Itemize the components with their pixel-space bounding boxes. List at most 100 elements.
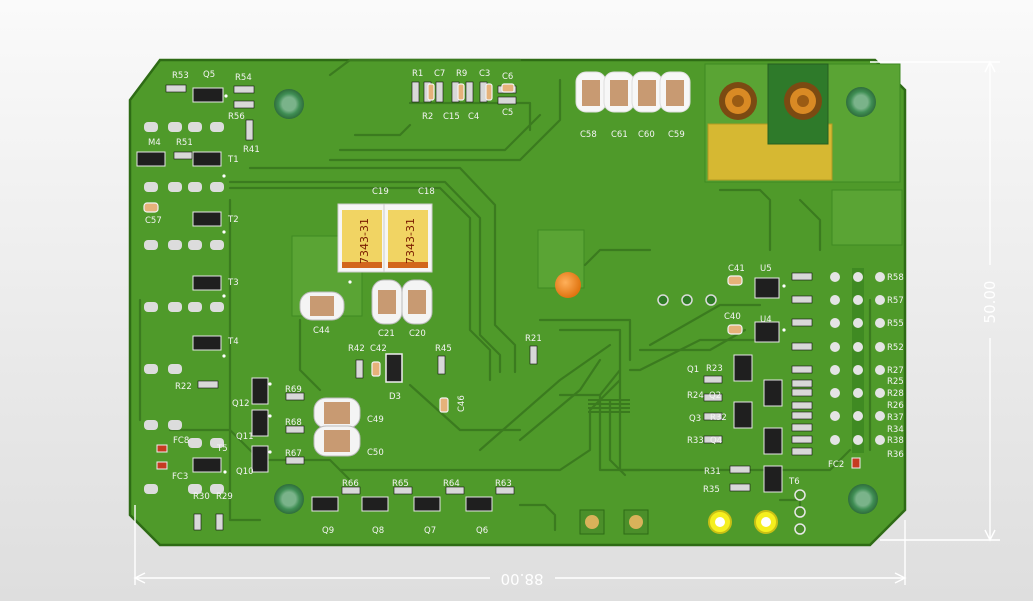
label-C57: C57: [145, 216, 162, 226]
orange-test-point: [555, 272, 581, 298]
label-U5: U5: [760, 264, 772, 274]
label-C18: C18: [418, 187, 435, 197]
width-dimension: 88.00: [501, 570, 544, 588]
small-caps: [143, 83, 743, 413]
label-R69: R69: [285, 385, 302, 395]
label-R36: R36: [887, 450, 904, 460]
mount-hole-bottom-right: [848, 484, 878, 514]
label-R21: R21: [525, 334, 542, 344]
label-R2: R2: [422, 112, 433, 122]
copper-pour-lower-right: [831, 189, 903, 246]
label-C42: C42: [370, 344, 387, 354]
label-R27: R27: [887, 366, 904, 376]
resistor-pads: [165, 81, 751, 531]
label-C21: C21: [378, 329, 395, 339]
label-R33: R33: [687, 436, 704, 446]
label-M4: M4: [148, 138, 161, 148]
label-R52: R52: [887, 343, 904, 353]
label-R22: R22: [175, 382, 192, 392]
label-R26: R26: [887, 401, 904, 411]
label-FC3: FC3: [172, 472, 188, 482]
label-T3: T3: [227, 278, 239, 288]
label-Q7: Q7: [424, 526, 436, 536]
label-R41: R41: [243, 145, 260, 155]
label-C44: C44: [313, 326, 330, 336]
label-R67: R67: [285, 449, 302, 459]
label-T1: T1: [227, 155, 239, 165]
label-R37: R37: [887, 413, 904, 423]
label-R63: R63: [495, 479, 512, 489]
label-R66: R66: [342, 479, 359, 489]
label-C49: C49: [367, 415, 384, 425]
label-R51: R51: [176, 138, 193, 148]
label-R38: R38: [887, 436, 904, 446]
cap-row-top: [575, 71, 691, 113]
label-Q6: Q6: [476, 526, 488, 536]
label-R42: R42: [348, 344, 365, 354]
label-C20: C20: [409, 329, 426, 339]
label-Q10: Q10: [236, 467, 254, 477]
label-FC2: FC2: [828, 460, 844, 470]
label-C60: C60: [638, 130, 655, 140]
caps-center: [299, 279, 433, 457]
label-C50: C50: [367, 448, 384, 458]
label-Q11: Q11: [236, 432, 254, 442]
mount-hole-top-left: [274, 89, 304, 119]
label-Q4: Q4: [710, 436, 722, 446]
label-Q3: Q3: [689, 414, 701, 424]
label-R45: R45: [435, 344, 452, 354]
label-R64: R64: [443, 479, 460, 489]
label-Q2: Q2: [709, 391, 721, 401]
height-dimension: 50.00: [981, 281, 999, 324]
mount-hole-top-right: [846, 87, 876, 117]
label-Q9: Q9: [322, 526, 334, 536]
label-T5: T5: [216, 444, 228, 454]
through-holes: [579, 294, 806, 535]
label-R57: R57: [887, 296, 904, 306]
label-Q5: Q5: [203, 70, 215, 80]
label-C7: C7: [434, 69, 445, 79]
label-FC8: FC8: [173, 436, 189, 446]
pad-pairs-left: [144, 122, 224, 494]
right-pad-column: [791, 268, 885, 456]
label-C6: C6: [502, 72, 513, 82]
label-R28: R28: [887, 389, 904, 399]
connector-fanout: [588, 399, 630, 413]
label-Q1: Q1: [687, 365, 699, 375]
label-Q12: Q12: [232, 399, 250, 409]
label-R53: R53: [172, 71, 189, 81]
tantalum-caps: 7343-31 7343-31: [337, 203, 433, 273]
label-R68: R68: [285, 418, 302, 428]
mount-hole-bottom-left: [274, 484, 304, 514]
label-C3: C3: [479, 69, 490, 79]
power-terminals: [719, 82, 822, 120]
label-R29: R29: [216, 492, 233, 502]
label-R35: R35: [703, 485, 720, 495]
label-R34: R34: [887, 425, 904, 435]
tantalum-marking-c18: 7343-31: [404, 218, 417, 264]
label-R30: R30: [193, 492, 210, 502]
label-C41: C41: [728, 264, 745, 274]
traces: [138, 58, 872, 532]
label-R24: R24: [687, 391, 704, 401]
label-R25: R25: [887, 377, 904, 387]
label-D3: D3: [389, 392, 401, 402]
label-C4: C4: [468, 112, 479, 122]
label-T6: T6: [788, 477, 800, 487]
ferrites: [156, 444, 861, 470]
label-R1: R1: [412, 69, 423, 79]
label-R58: R58: [887, 273, 904, 283]
dimension-lines: [133, 60, 1000, 585]
label-R65: R65: [392, 479, 409, 489]
label-C19: C19: [372, 187, 389, 197]
label-C46: C46: [457, 395, 467, 412]
tantalum-marking-c19: 7343-31: [358, 218, 371, 264]
label-C59: C59: [668, 130, 685, 140]
silk-dots: [222, 94, 786, 474]
label-R23: R23: [706, 364, 723, 374]
label-U4: U4: [760, 315, 772, 325]
silkscreen-labels: R53 Q5 R54 R56 R41 M4 R51 T1 C57 T2 T3 T…: [145, 69, 904, 536]
label-T2: T2: [227, 215, 239, 225]
label-R55: R55: [887, 319, 904, 329]
